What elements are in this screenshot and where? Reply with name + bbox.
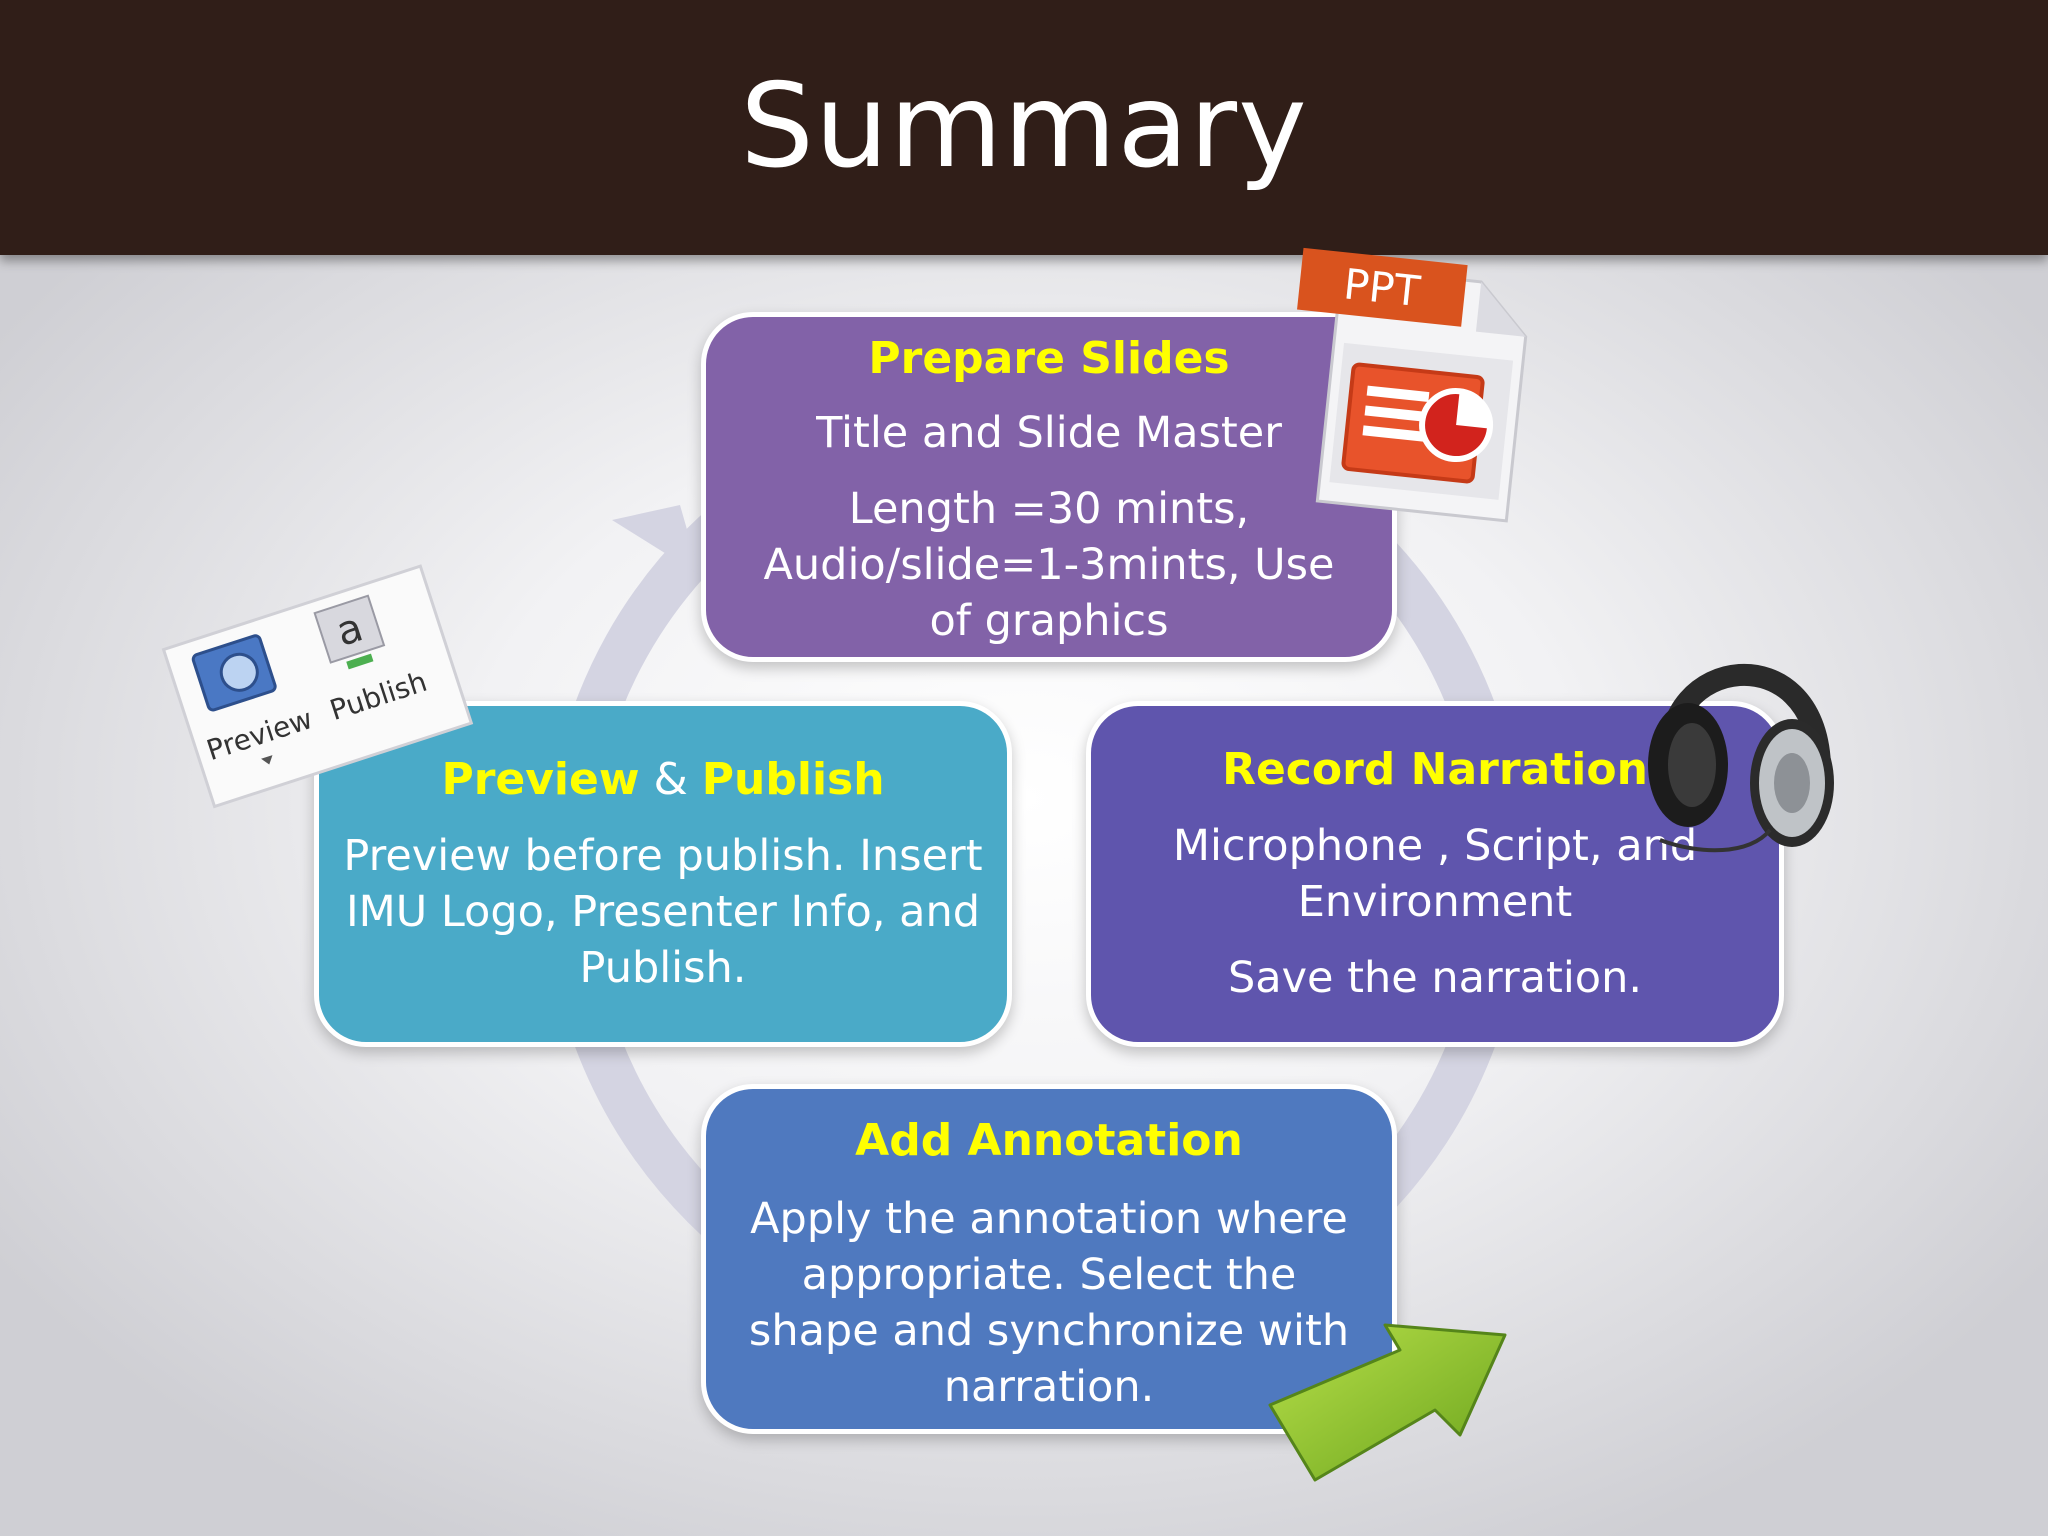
green-arrow-icon xyxy=(1268,1323,1507,1482)
step-record-line2: Save the narration. xyxy=(1227,953,1643,1003)
preview-publish-toolbar-icon: a Preview Publish xyxy=(161,564,474,809)
step-record-title: Record Narration xyxy=(1222,744,1648,795)
step-preview-line1: Preview before publish. Insert IMU Logo,… xyxy=(343,831,983,993)
headphones-icon xyxy=(1648,664,1834,853)
step-preview-title-amp: & xyxy=(639,754,702,805)
step-preview-title-part1: Preview xyxy=(441,754,640,805)
powerpoint-file-icon: PPT xyxy=(1297,247,1528,523)
step-preview-title: Preview & Publish xyxy=(441,752,884,808)
step-prepare-line2: Length =30 mints, Audio/slide=1-3mints, … xyxy=(763,484,1335,646)
step-prepare-title: Prepare Slides xyxy=(868,333,1230,384)
step-annotation-title: Add Annotation xyxy=(855,1115,1243,1166)
step-preview-publish: Preview & Publish Preview before publish… xyxy=(314,701,1012,1047)
step-preview-title-part2: Publish xyxy=(701,754,885,805)
step-add-annotation: Add Annotation Apply the annotation wher… xyxy=(701,1084,1397,1434)
step-record-line1: Microphone , Script, and Environment xyxy=(1172,821,1698,927)
slide-title: Summary xyxy=(740,59,1308,194)
cycle-arrow-icon xyxy=(612,505,700,575)
step-annotation-line1: Apply the annotation where appropriate. … xyxy=(748,1194,1350,1412)
step-prepare-slides: Prepare Slides Title and Slide Master Le… xyxy=(701,312,1397,662)
title-bar: Summary xyxy=(0,0,2048,255)
step-prepare-line1: Title and Slide Master xyxy=(816,408,1282,458)
ppt-badge-text: PPT xyxy=(1341,259,1422,316)
